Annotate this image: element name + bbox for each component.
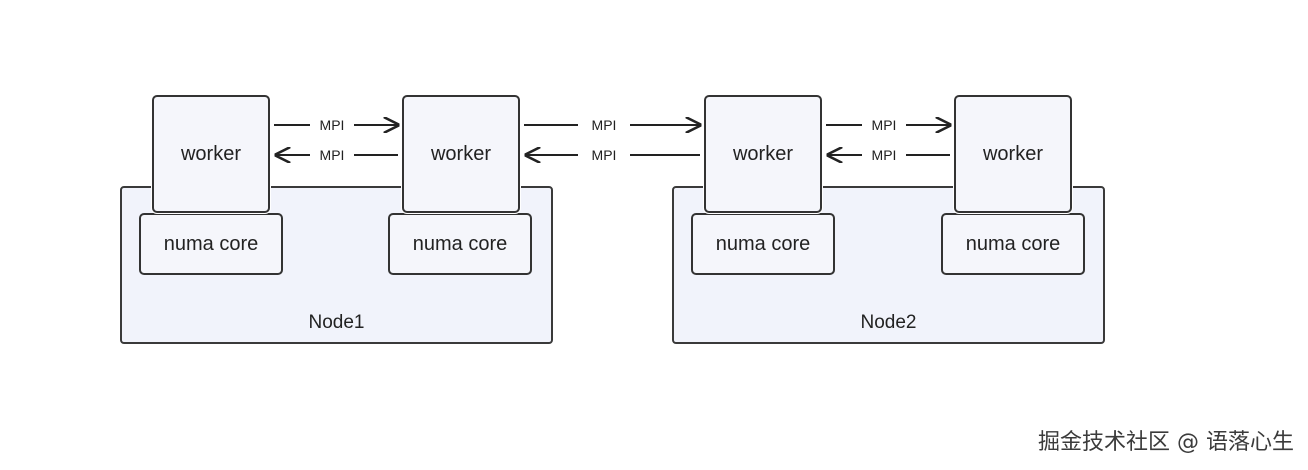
node-2-label: Node2 bbox=[860, 312, 917, 333]
numa-core-2: numa core bbox=[388, 213, 532, 275]
mpi-label-1: MPI bbox=[320, 117, 345, 133]
worker-3: worker bbox=[704, 95, 822, 213]
worker-1: worker bbox=[152, 95, 270, 213]
mpi-label-6: MPI bbox=[872, 147, 897, 163]
mpi-label-4: MPI bbox=[592, 147, 617, 163]
numa-core-3: numa core bbox=[691, 213, 835, 275]
worker-4: worker bbox=[954, 95, 1072, 213]
mpi-label-5: MPI bbox=[872, 117, 897, 133]
mpi-label-3: MPI bbox=[592, 117, 617, 133]
numa-core-1: numa core bbox=[139, 213, 283, 275]
watermark: 掘金技术社区 @ 语落心生 bbox=[1038, 430, 1294, 455]
mpi-label-2: MPI bbox=[320, 147, 345, 163]
worker-2: worker bbox=[402, 95, 520, 213]
node-1-label: Node1 bbox=[308, 312, 365, 333]
numa-core-4: numa core bbox=[941, 213, 1085, 275]
